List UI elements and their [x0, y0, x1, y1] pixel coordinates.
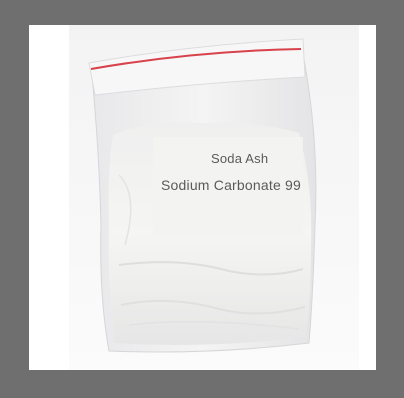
label-line-1: Soda Ash: [211, 151, 269, 166]
label-line-2: Sodium Carbonate 99: [161, 177, 301, 193]
product-photo: Soda Ash Sodium Carbonate 99: [29, 25, 376, 370]
bag-label: [153, 137, 303, 237]
zip-bag-icon: [29, 25, 376, 370]
zip-seal: [90, 48, 302, 70]
